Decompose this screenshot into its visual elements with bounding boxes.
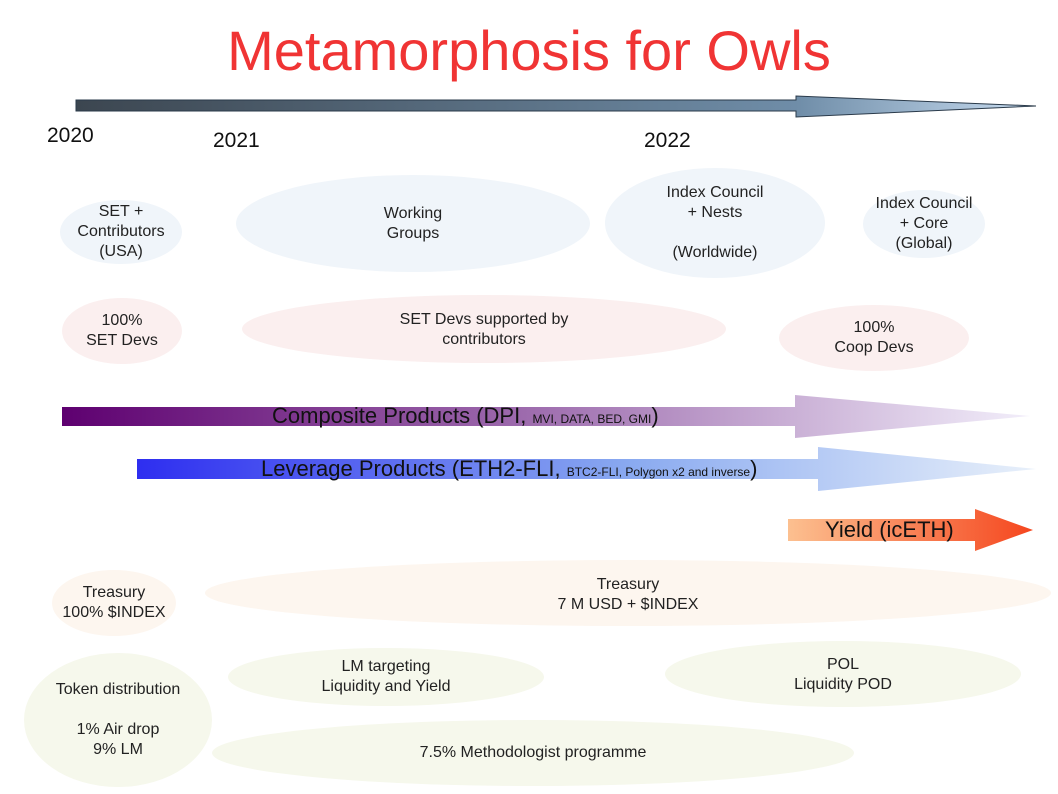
devs-set-supported: SET Devs supported by contributors bbox=[242, 295, 726, 363]
governance-set-contributors: SET + Contributors (USA) bbox=[60, 200, 182, 264]
composite-products-label: Composite Products (DPI, MVI, DATA, BED,… bbox=[272, 403, 659, 429]
devs-set: 100% SET Devs bbox=[62, 298, 182, 364]
timeline-arrow bbox=[75, 95, 1037, 118]
devs-set-supported-text: SET Devs supported by contributors bbox=[399, 311, 569, 348]
pol-liquidity-pod: POL Liquidity POD bbox=[665, 641, 1021, 707]
leverage-arrow bbox=[137, 447, 1036, 491]
composite-small: MVI, DATA, BED, GMI bbox=[532, 412, 652, 426]
leverage-main: Leverage Products (ETH2-FLI, bbox=[261, 456, 567, 481]
composite-close: ) bbox=[651, 403, 659, 428]
treasury-usd-index: Treasury 7 M USD + $INDEX bbox=[205, 560, 1051, 626]
governance-index-council-core: Index Council + Core (Global) bbox=[863, 190, 985, 258]
governance-working-groups: Working Groups bbox=[236, 175, 590, 272]
year-2021: 2021 bbox=[213, 129, 260, 152]
yield-arrow bbox=[788, 509, 1033, 551]
composite-arrow bbox=[62, 395, 1030, 438]
yield-label: Yield (icETH) bbox=[825, 517, 954, 542]
leverage-small: BTC2-FLI, Polygon x2 and inverse bbox=[566, 465, 751, 479]
page-title: Metamorphosis for Owls bbox=[227, 19, 831, 82]
methodologist-programme: 7.5% Methodologist programme bbox=[212, 720, 854, 786]
year-2022: 2022 bbox=[644, 129, 691, 152]
composite-main: Composite Products (DPI, bbox=[272, 403, 533, 428]
treasury-usd-index-text: Treasury 7 M USD + $INDEX bbox=[557, 576, 699, 613]
lm-targeting: LM targeting Liquidity and Yield bbox=[228, 648, 544, 706]
treasury-index: Treasury 100% $INDEX bbox=[52, 570, 176, 636]
devs-coop: 100% Coop Devs bbox=[779, 305, 969, 371]
governance-index-council-nests: Index Council + Nests (Worldwide) bbox=[605, 168, 825, 278]
token-distribution: Token distribution 1% Air drop 9% LM bbox=[24, 653, 212, 787]
leverage-products-label: Leverage Products (ETH2-FLI, BTC2-FLI, P… bbox=[261, 456, 757, 482]
pol-liquidity-pod-text: POL Liquidity POD bbox=[794, 656, 892, 693]
leverage-close: ) bbox=[750, 456, 758, 481]
year-2020: 2020 bbox=[47, 124, 94, 147]
